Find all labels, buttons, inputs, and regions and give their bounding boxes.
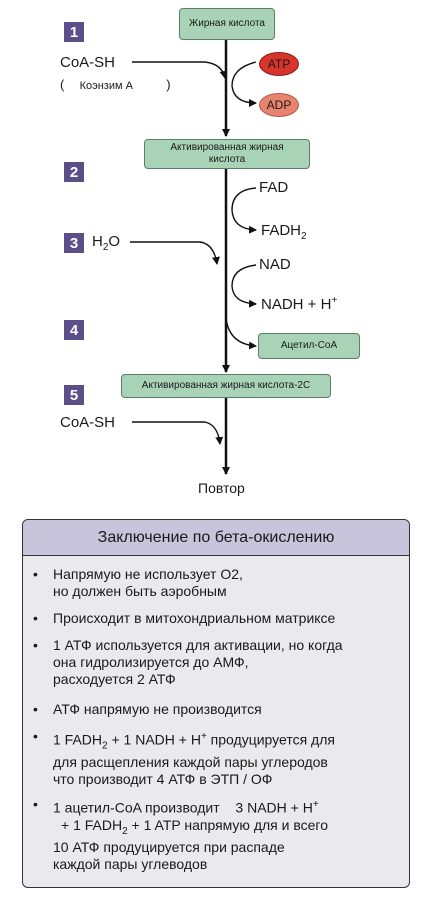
repeat-label: Повтор	[198, 480, 245, 496]
summary-bullet-2: • Происходит в митохондриальном матриксе	[33, 610, 336, 627]
step-3-badge: 3	[64, 233, 84, 253]
fad-arrow	[231, 187, 257, 234]
coenzyme-a-close: )	[166, 77, 171, 92]
bullet-dot: •	[33, 566, 38, 582]
activated-2c-label: Активированная жирная кислота-2C	[141, 380, 311, 391]
fadh2-base: FADH	[261, 222, 302, 239]
coenzyme-a-paren: ( Коэнзим А )	[60, 77, 171, 92]
b6-sub: 2	[122, 825, 128, 837]
coa-sh-label-2: CoA-SH	[60, 414, 116, 431]
activated-fatty-acid-line2: кислота	[208, 154, 246, 165]
b4-line1: АТФ напрямую не производится	[53, 701, 262, 717]
step-2-badge: 2	[64, 162, 84, 182]
activated-2c-box: Активированная жирная кислота-2C	[121, 374, 331, 398]
b5-line1: 1 FADH2 + 1 NADH + H+ продуцируется для	[53, 728, 335, 754]
nad-arrow	[231, 264, 257, 308]
b6-line4: каждой пары углеводов	[53, 856, 208, 873]
summary-panel: Заключение по бета-окислению • Напрямую …	[22, 519, 410, 888]
pathway-lines	[130, 40, 257, 475]
fatty-acid-label: Жирная кислота	[189, 18, 265, 29]
atp-oval: ATP	[259, 52, 299, 76]
h2o-end: O	[108, 233, 121, 250]
b3-line2: она гидролизируется до АМФ,	[53, 654, 249, 670]
b6-c: + 1 FADH	[61, 816, 123, 833]
nad-label: NAD	[259, 256, 291, 273]
nadh-label: NADH + H+	[261, 295, 337, 313]
b5-line3: что производит 4 АТФ в ЭТП / ОФ	[53, 771, 273, 788]
b6-b: 3 NADH + H	[235, 799, 313, 816]
activated-fatty-acid-line1: Активированная жирная	[170, 142, 284, 153]
summary-title: Заключение по бета-окислению	[23, 520, 409, 556]
coenzyme-a-open: (	[60, 77, 65, 92]
b6-line3: 10 АТФ продуцируется при распаде	[53, 839, 285, 856]
h2o-in-arrow	[130, 241, 220, 265]
summary-bullet-1: • Напрямую не использует O2, но должен б…	[33, 566, 243, 600]
step-1-badge: 1	[64, 22, 84, 42]
b6-d: + 1 ATP	[127, 816, 181, 833]
bullet-dot: •	[33, 637, 38, 653]
fatty-acid-box: Жирная кислота	[179, 8, 275, 40]
acetyl-coa-label: Ацетил-CoA	[280, 340, 338, 351]
step-5-badge: 5	[64, 385, 84, 405]
b5-a: 1 FADH	[53, 731, 103, 748]
atp-adp-arrow	[231, 61, 257, 107]
b1-line2: но должен быть аэробным	[53, 583, 227, 599]
nadh-sup: +	[331, 295, 338, 306]
b3-line1: 1 АТФ используется для активации, но ког…	[53, 637, 343, 653]
acetyl-arrow	[225, 317, 257, 350]
b5-sup: +	[200, 731, 207, 742]
b1-line1: Напрямую не использует O2,	[53, 566, 243, 582]
b6-line1: 1 ацетил-CoA производит 3 NADH + H+	[53, 796, 328, 817]
summary-bullet-3: • 1 АТФ используется для активации, но к…	[33, 637, 343, 688]
adp-label: ADP	[266, 98, 292, 112]
b5-b: + 1 NADH + H	[107, 731, 201, 748]
b3-line3: расходуется 2 АТФ	[53, 671, 176, 687]
h2o-label: H2O	[92, 233, 120, 253]
summary-bullet-5: • 1 FADH2 + 1 NADH + H+ продуцируется дл…	[33, 728, 335, 788]
summary-bullet-6: • 1 ацетил-CoA производит 3 NADH + H+ + …	[33, 796, 328, 873]
summary-bullet-4: • АТФ напрямую не производится	[33, 701, 262, 718]
step-4-badge: 4	[64, 320, 84, 340]
fad-label: FAD	[259, 179, 289, 196]
bullet-dot: •	[33, 728, 38, 744]
b5-c: продуцируется для	[206, 731, 335, 748]
b6-e: напрямую для и всего	[184, 816, 328, 833]
b6-line2: + 1 FADH2 + 1 ATP напрямую для и всего	[53, 817, 328, 840]
atp-label: ATP	[267, 57, 291, 71]
acetyl-coa-box: Ацетил-CoA	[258, 333, 360, 359]
fadh2-sub: 2	[301, 231, 307, 242]
coa-sh-label: CoA-SH	[60, 54, 116, 71]
coa-in-arrow	[132, 61, 228, 79]
h2o-base: H	[92, 233, 103, 250]
b2-line1: Происходит в митохондриальном матриксе	[53, 610, 336, 626]
fadh2-label: FADH2	[261, 222, 307, 242]
bullet-dot: •	[33, 796, 38, 812]
bullet-dot: •	[33, 610, 38, 626]
nadh-base: NADH + H	[261, 296, 332, 313]
b6-a: 1 ацетил-CoA производит	[53, 799, 220, 816]
adp-oval: ADP	[259, 93, 299, 117]
bullet-dot: •	[33, 701, 38, 717]
coa-in-arrow-2	[132, 421, 224, 445]
b6-sup: +	[312, 799, 319, 810]
b5-sub: 2	[102, 740, 108, 752]
b5-line2: для расщепления каждой пары углеродов	[53, 754, 328, 771]
h2o-sub: 2	[102, 242, 109, 253]
coenzyme-a-label: Коэнзим А	[79, 80, 133, 92]
activated-fatty-acid-box: Активированная жирная кислота	[144, 139, 310, 169]
